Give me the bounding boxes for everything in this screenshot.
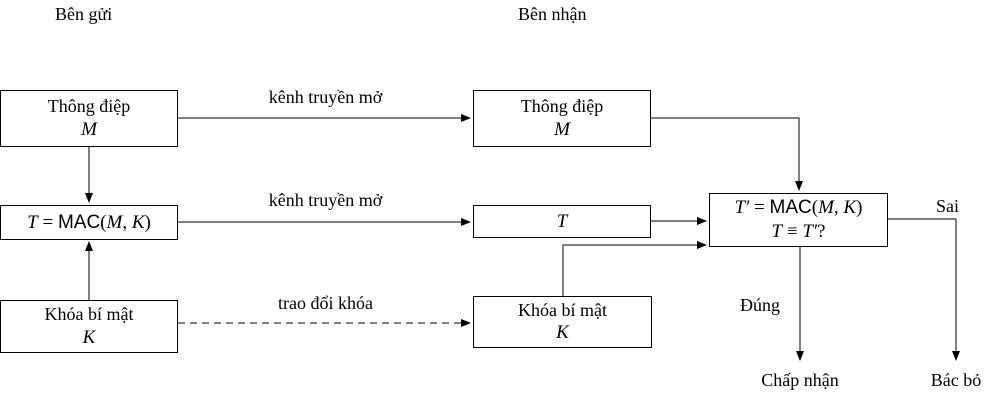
verify-comparison: T ≡ T′? (771, 221, 826, 242)
receiver-key-box: Khóa bí mật K (473, 296, 652, 348)
sender-key-symbol: K (82, 326, 96, 348)
receiver-message-symbol: M (554, 118, 570, 140)
open-channel-label-message: kênh truyền mở (268, 87, 383, 107)
accept-label: Chấp nhận (761, 370, 839, 390)
receiver-message-box: Thông điệp M (473, 90, 651, 147)
sender-key-title: Khóa bí mật (44, 304, 134, 325)
key-exchange-label: trao đổi khóa (278, 293, 373, 313)
success-branch-label: Đúng (740, 295, 780, 315)
receiver-party-label: Bên nhận (518, 4, 587, 24)
arrow-verify-reject (888, 218, 960, 361)
sender-key-box: Khóa bí mật K (0, 300, 178, 353)
open-channel-label-tag: kênh truyền mở (268, 190, 383, 210)
receiver-tag-symbol: T (556, 210, 568, 232)
sender-message-title: Thông điệp (47, 96, 131, 117)
sender-message-symbol: M (81, 118, 97, 140)
sender-mac-box: T = MAC(M, K) (0, 205, 178, 240)
verify-box: T′ = MAC(M, K) T ≡ T′? (709, 193, 888, 247)
arrow-message-to-verify (651, 117, 803, 191)
receiver-key-symbol: K (556, 322, 569, 344)
fail-branch-label: Sai (936, 196, 960, 216)
reject-label: Bác bỏ (930, 370, 982, 390)
arrow-receiver-key-to-verify (562, 241, 707, 296)
verify-formula: T′ = MAC(M, K) (734, 197, 863, 219)
sender-party-label: Bên gửi (55, 4, 113, 24)
receiver-key-title: Khóa bí mật (518, 299, 607, 320)
receiver-tag-box: T (473, 205, 651, 238)
receiver-message-title: Thông điệp (520, 96, 604, 117)
sender-message-box: Thông điệp M (0, 90, 178, 147)
sender-mac-formula: T = MAC(M, K) (27, 211, 151, 233)
